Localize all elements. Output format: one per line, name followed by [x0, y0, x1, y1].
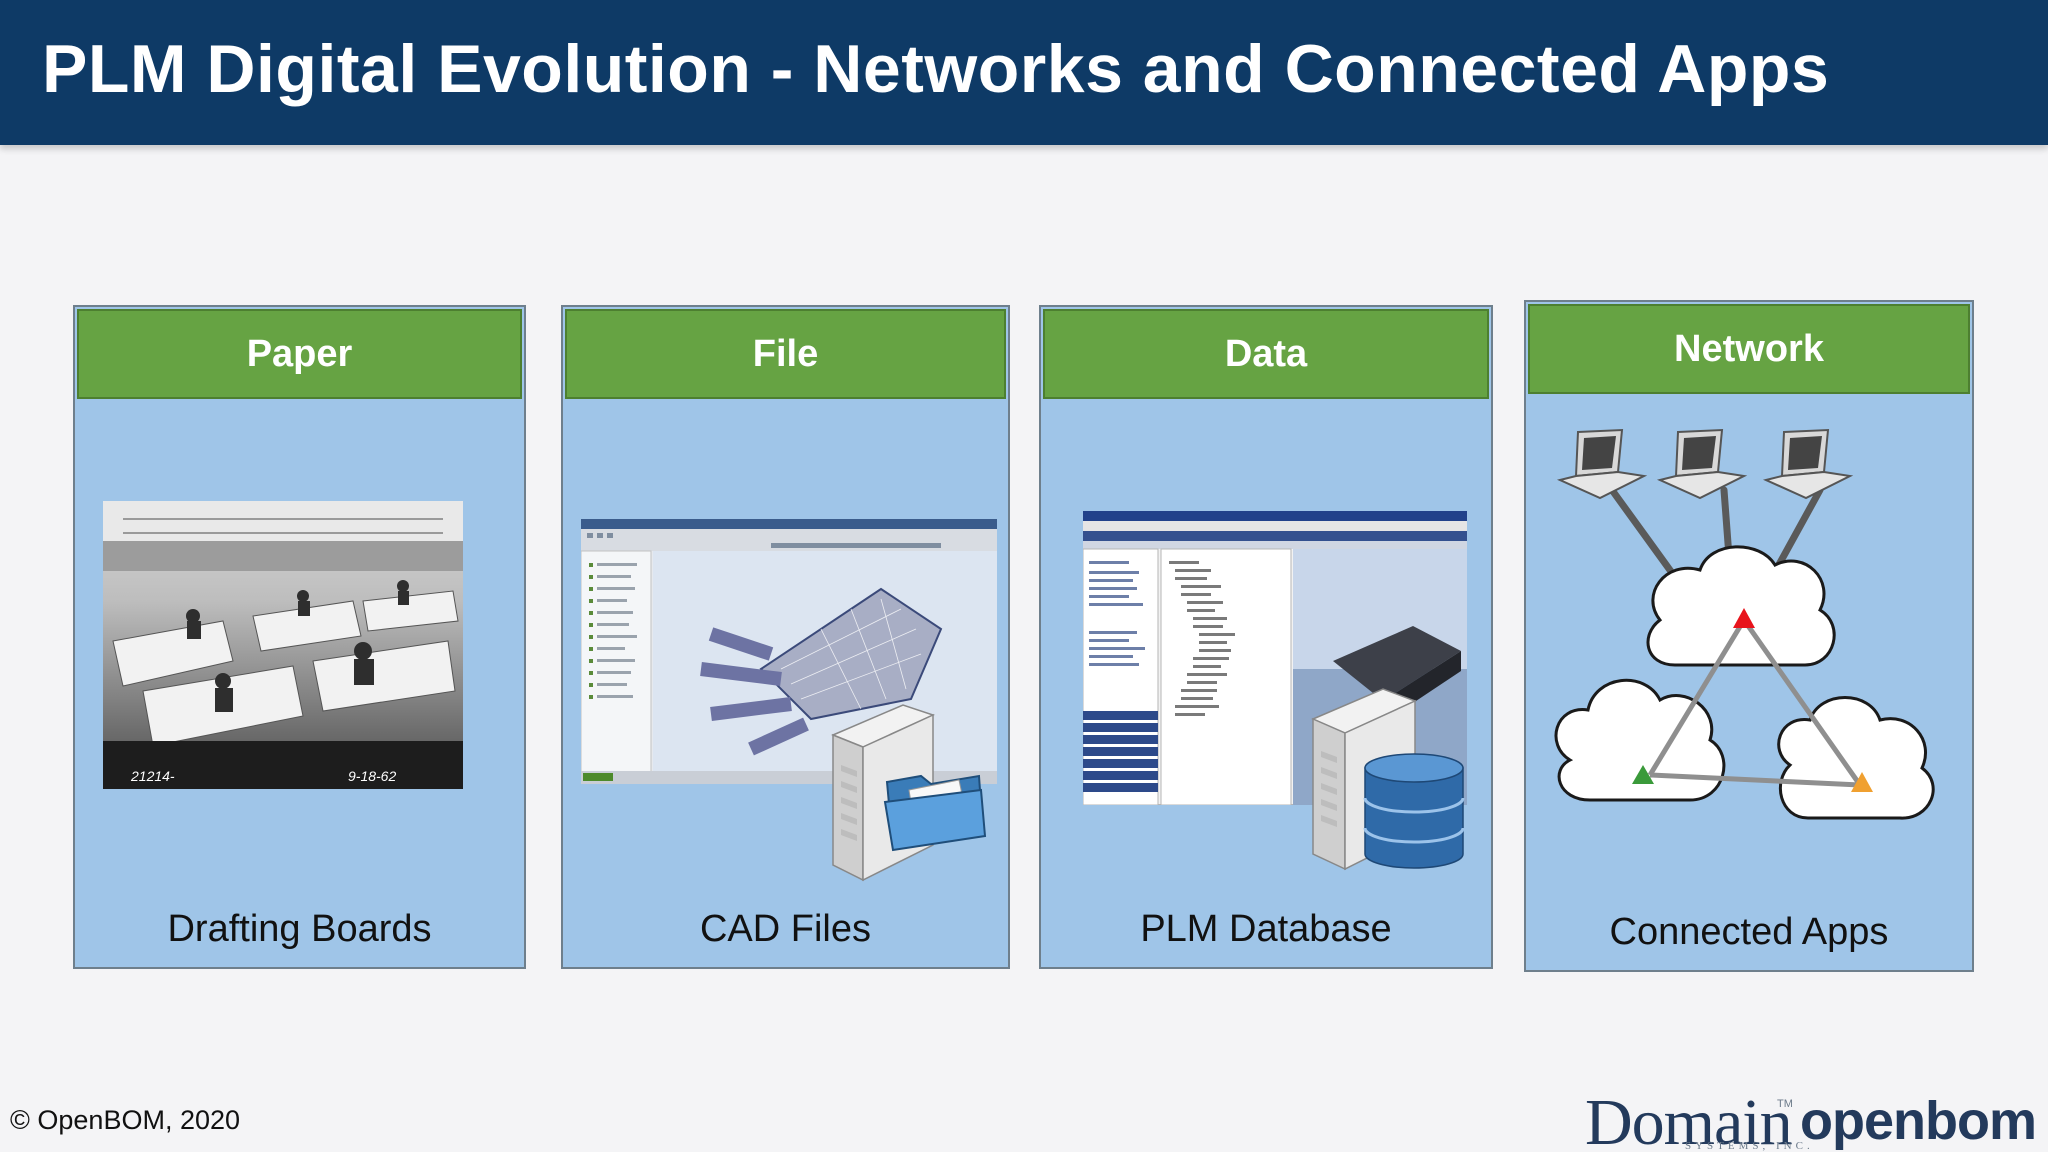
domain-logo-subtitle: SYSTEMS, INC. [1685, 1140, 1814, 1152]
panel-header-network: Network [1528, 304, 1970, 394]
slide-title: PLM Digital Evolution - Networks and Con… [42, 31, 1830, 107]
cloud-icon [1554, 678, 1726, 802]
database-icon [1359, 750, 1469, 874]
panel-caption-network: Connected Apps [1609, 911, 1889, 953]
panel-network: Network [1524, 300, 1974, 972]
network-diagram [1540, 420, 1960, 864]
laptop-icon [1556, 428, 1648, 500]
panel-header-file: File [565, 309, 1006, 399]
title-bar: PLM Digital Evolution - Networks and Con… [0, 0, 2048, 145]
panel-file: File [561, 305, 1010, 969]
panel-header-paper: Paper [77, 309, 522, 399]
cloud-icon [1777, 696, 1935, 820]
panel-header-data: Data [1043, 309, 1489, 399]
panel-data: Data [1039, 305, 1493, 969]
photo-annotation-right: 9-18-62 [348, 768, 396, 784]
laptop-icon [1656, 428, 1748, 500]
cad-screenshot [580, 518, 998, 785]
panel-paper: Paper [73, 305, 526, 969]
laptop-icon [1762, 428, 1854, 500]
openbom-logo: openbom [1800, 1091, 2037, 1151]
panel-caption-data: PLM Database [1140, 908, 1392, 950]
panel-caption-file: CAD Files [699, 908, 872, 950]
domain-logo-tm: TM [1777, 1098, 1793, 1110]
domain-logo: Domain [1585, 1086, 1793, 1152]
cloud-icon [1646, 545, 1836, 667]
copyright-text: © OpenBOM, 2020 [10, 1105, 241, 1135]
drafting-room-photo: 21214- 9-18-62 [103, 501, 463, 789]
photo-annotation-left: 21214- [130, 768, 175, 784]
panel-caption-paper: Drafting Boards [167, 908, 432, 950]
folder-icon [881, 762, 991, 854]
